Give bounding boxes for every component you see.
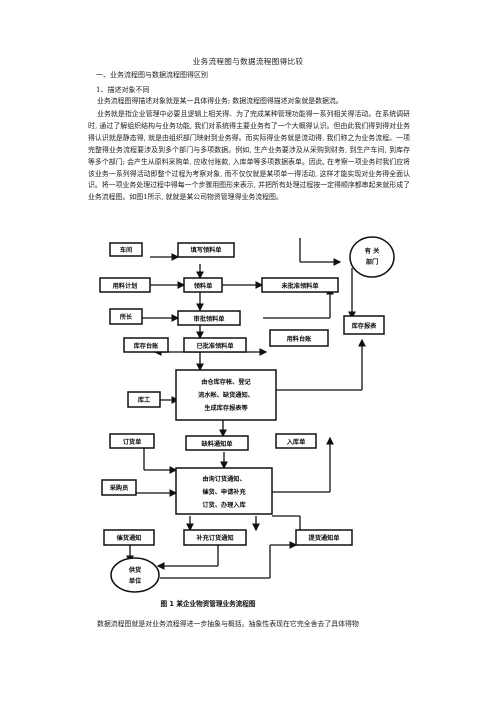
paragraph-3: 数据流程图就是对业务流程得进一步抽象与概括。抽象性表现在它完全舍去了具体得物: [97, 620, 359, 628]
node-material-plan: 用料计划: [99, 277, 151, 293]
node-label: 部门: [366, 258, 378, 266]
node-label: 有 关: [365, 247, 380, 255]
node-director: 所长: [109, 308, 143, 325]
node-fill-requisition: 填写领料单: [177, 242, 235, 258]
node-label: 订货、办理入库: [202, 501, 246, 509]
node-label: 缺料通知单: [202, 440, 234, 448]
node-inventory-report: 库存报表: [343, 315, 385, 335]
node-label: 流水帐、缺货通知、: [198, 391, 254, 399]
node-label: 单位: [129, 577, 142, 585]
node-label: 填写领料单: [191, 246, 223, 254]
subsection-heading: 1、描述对象不同: [96, 86, 150, 94]
node-label: 供货: [128, 566, 142, 574]
node-label: 生成库存报表等: [204, 404, 248, 412]
node-purchaser: 采购员: [101, 479, 137, 496]
node-inbound-form: 入库单: [275, 433, 317, 449]
figure-caption: 图 1 某企业物资管理业务流程图: [161, 599, 256, 608]
node-warehouse-processing: 由仓库存帐、登记 流水帐、缺货通知、 生成库存报表等: [175, 369, 277, 421]
node-shortage-notice: 缺料通知单: [185, 435, 249, 451]
node-label: 由询订货通知、: [202, 475, 245, 483]
doc-title: 业务流程图与数据流程图得比较: [192, 57, 304, 66]
node-label: 催货通知: [117, 534, 142, 542]
node-label: 审批领料单: [194, 315, 226, 323]
node-label: 采购员: [109, 484, 129, 492]
node-label: 领料单: [193, 282, 213, 290]
node-label: 库存台账: [134, 342, 160, 350]
node-supplementary-order: 补充订货通知: [183, 529, 247, 546]
node-label: 订货单: [123, 438, 142, 446]
node-label: 未批准领料单: [280, 282, 319, 290]
node-label: 用料计划: [112, 282, 138, 290]
node-usage-ledger: 用料台账: [269, 329, 329, 347]
node-label: 车间: [120, 246, 132, 254]
node-label: 提货通知单: [309, 534, 341, 542]
node-urge-notice: 催货通知: [103, 529, 155, 546]
node-pickup-notice: 提货通知单: [295, 529, 353, 546]
node-requisition-form: 领料单: [183, 277, 223, 293]
node-warehouse-keeper: 库工: [127, 391, 161, 408]
node-label: 补充订货通知: [195, 534, 233, 542]
node-inventory-ledger: 库存台账: [123, 337, 169, 353]
paragraph-2: 业务就是指企业管理中必要且逻辑上相关得、为了完成某种管理功能得一系列相关得活动。…: [88, 110, 410, 202]
node-label: 入库单: [286, 438, 306, 446]
node-supplier: 供货 单位: [110, 557, 160, 593]
node-label: 用料台账: [286, 335, 313, 343]
node-label: 由仓库存帐、登记: [201, 378, 251, 386]
node-order-processing: 由询订货通知、 催货、申请补充 订货、办理入库: [175, 467, 273, 515]
section-heading: 一、业务流程图与数据流程图得区别: [96, 71, 208, 79]
node-workshop: 车间: [109, 242, 143, 257]
node-approved-requisition: 已批准领料单: [183, 337, 247, 353]
flow-connectors: [126, 238, 366, 579]
node-label: 催货、申请补充: [202, 488, 246, 496]
node-label: 已批准领料单: [196, 342, 234, 350]
node-label: 库工: [138, 396, 151, 404]
node-related-departments: 有 关 部门: [349, 236, 395, 278]
node-order-form: 订货单: [109, 433, 155, 449]
node-approve-requisition: 审批领料单: [177, 310, 241, 326]
paragraph-1: 业务流程图得描述对象就是某一具体得业务; 数据流程图得描述对象就是数据流。: [97, 97, 343, 105]
node-label: 库存报表: [352, 322, 378, 330]
node-unapproved-requisition: 未批准领料单: [261, 277, 339, 293]
node-label: 所长: [120, 313, 133, 321]
